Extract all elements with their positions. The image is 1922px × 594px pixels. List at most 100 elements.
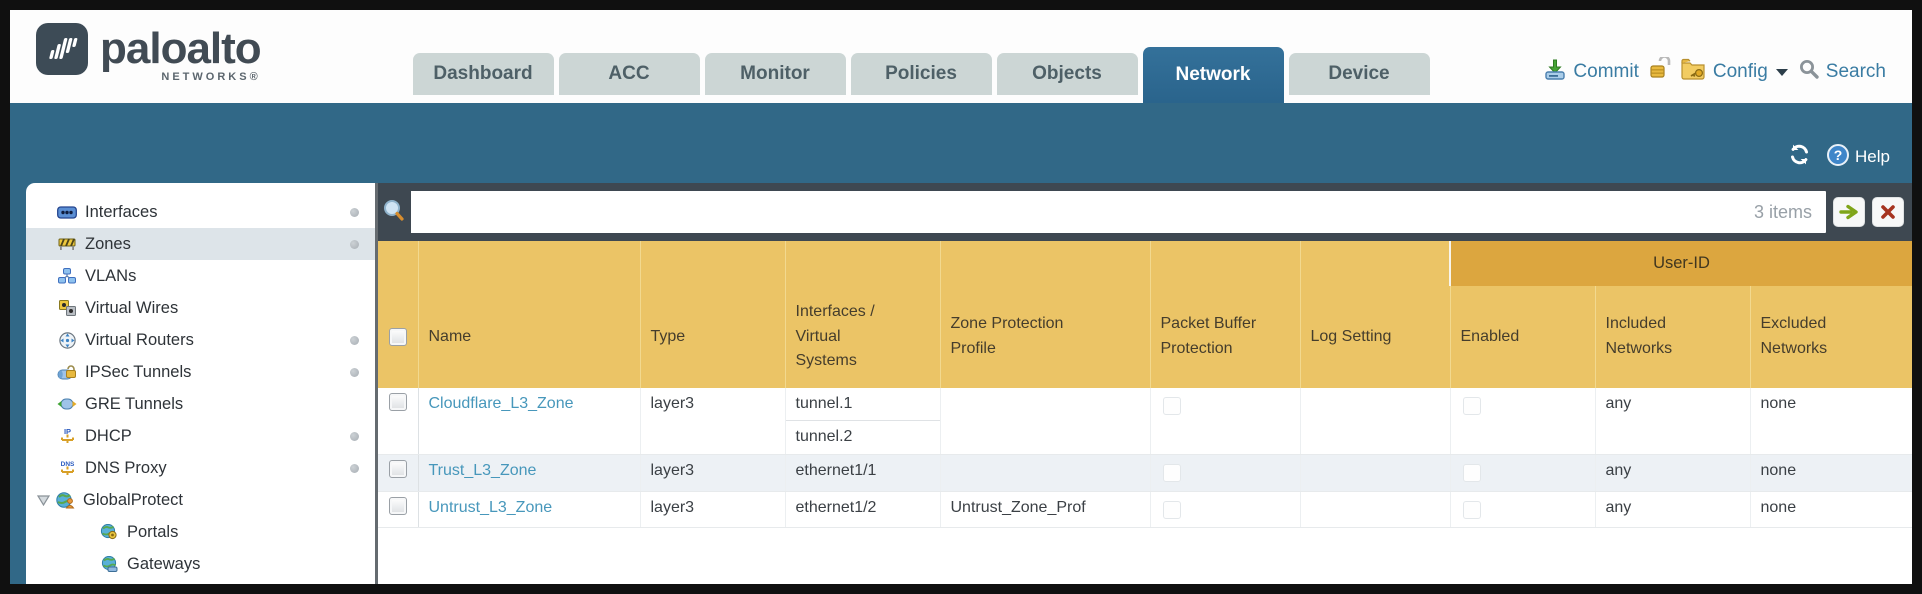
log-setting [1300, 454, 1451, 492]
sidebar-item-portals[interactable]: Portals [26, 516, 375, 548]
table-row-untrust: Untrust_L3_Zone layer3 ethernet1/2 Untru… [378, 491, 1912, 528]
sidebar-item-virtual-wires[interactable]: Virtual Wires [26, 292, 375, 324]
dns-proxy-icon: DNS [56, 459, 78, 477]
user-id-enabled-checkbox[interactable] [1462, 501, 1481, 519]
sidebar-item-ipsec-tunnels[interactable]: IPSec Tunnels [26, 356, 375, 388]
column-header-type[interactable]: Type [640, 286, 786, 388]
column-header-enabled[interactable]: Enabled [1450, 286, 1596, 388]
virtual-wires-icon [56, 300, 78, 316]
config-icon [1681, 58, 1707, 86]
packet-buffer-protection-checkbox[interactable] [1162, 464, 1181, 482]
select-all-checkbox[interactable] [388, 328, 407, 346]
tab-dashboard[interactable]: Dashboard [412, 53, 554, 95]
sidebar-item-vlans[interactable]: VLANs [26, 260, 375, 292]
global-search-button[interactable]: Search [1798, 58, 1886, 86]
config-label: Config [1712, 61, 1768, 82]
tab-acc[interactable]: ACC [558, 53, 700, 95]
sidebar-item-dns-proxy[interactable]: DNS DNS Proxy [26, 452, 375, 484]
row-checkbox[interactable] [388, 460, 407, 478]
portals-icon [98, 524, 120, 540]
sidebar-item-label: Gateways [127, 554, 201, 573]
search-label: Search [1825, 61, 1886, 82]
sidebar-item-interfaces[interactable]: Interfaces [26, 196, 375, 228]
column-header-zone-protection-profile[interactable]: Zone Protection Profile [940, 286, 1151, 388]
network-sidebar: Interfaces Zones [26, 183, 378, 584]
column-header-excluded-networks[interactable]: Excluded Networks [1750, 286, 1912, 388]
packet-buffer-protection-checkbox[interactable] [1162, 501, 1181, 519]
interface-cell: tunnel.2 [795, 428, 853, 445]
clear-filter-button[interactable] [1872, 197, 1904, 227]
excluded-networks: none [1750, 388, 1912, 455]
sidebar-item-zones[interactable]: Zones [26, 228, 375, 260]
column-header-packet-buffer-protection[interactable]: Packet Buffer Protection [1150, 286, 1301, 388]
apply-filter-button[interactable] [1833, 197, 1865, 227]
main-region: Interfaces Zones [10, 183, 1912, 584]
filter-toolbar: 3 items [378, 183, 1912, 241]
zone-name-link[interactable]: Untrust_L3_Zone [428, 499, 553, 516]
zone-protection-profile: Untrust_Zone_Prof [940, 491, 1151, 528]
unlock-icon[interactable] [1649, 55, 1671, 87]
sidebar-item-label: Virtual Routers [85, 330, 194, 349]
user-id-enabled-checkbox[interactable] [1462, 397, 1481, 415]
tab-objects[interactable]: Objects [996, 53, 1138, 95]
help-label: Help [1855, 147, 1890, 166]
user-id-group-header: User-ID [1449, 241, 1912, 286]
brand-name: paloalto [100, 24, 262, 73]
interface-cell: ethernet1/2 [795, 499, 877, 516]
search-icon [1798, 58, 1820, 86]
column-header-name[interactable]: Name [418, 286, 641, 388]
zone-type: layer3 [640, 388, 786, 455]
packet-buffer-protection-checkbox[interactable] [1162, 397, 1181, 415]
refresh-icon[interactable] [1787, 142, 1812, 172]
collapse-triangle-icon[interactable] [34, 494, 52, 506]
filter-input-wrap: 3 items [411, 191, 1826, 233]
globalprotect-icon [54, 491, 76, 509]
header-actions: Commit [1543, 55, 1886, 87]
sidebar-item-label: Portals [127, 522, 179, 541]
sidebar-item-label: Zones [85, 234, 131, 253]
excluded-networks: none [1750, 454, 1912, 492]
top-header: paloalto NETWORKS® Dashboard ACC Monitor… [10, 10, 1912, 103]
commit-button[interactable]: Commit [1543, 57, 1639, 87]
row-checkbox[interactable] [388, 497, 407, 515]
ipsec-tunnels-icon [56, 364, 78, 380]
tab-monitor[interactable]: Monitor [704, 53, 846, 95]
column-header-log-setting[interactable]: Log Setting [1300, 286, 1451, 388]
tab-device[interactable]: Device [1288, 53, 1430, 95]
sidebar-item-dhcp[interactable]: IP DHCP [26, 420, 375, 452]
zone-name-link[interactable]: Cloudflare_L3_Zone [428, 395, 574, 412]
user-id-enabled-checkbox[interactable] [1462, 464, 1481, 482]
log-setting [1300, 388, 1451, 455]
help-icon: ? [1826, 143, 1850, 172]
filter-input[interactable] [411, 191, 1754, 233]
tab-network[interactable]: Network [1142, 47, 1284, 103]
commit-icon [1543, 57, 1567, 87]
tab-policies[interactable]: Policies [850, 53, 992, 95]
firewall-admin-app: paloalto NETWORKS® Dashboard ACC Monitor… [10, 10, 1912, 584]
column-header-interfaces[interactable]: Interfaces / Virtual Systems [785, 286, 941, 388]
included-networks: any [1595, 491, 1751, 528]
zones-icon [56, 237, 78, 251]
sidebar-item-label: DNS Proxy [85, 458, 167, 477]
sidebar-item-gateways[interactable]: Gateways [26, 548, 375, 580]
column-header-included-networks[interactable]: Included Networks [1595, 286, 1751, 388]
sidebar-item-globalprotect[interactable]: GlobalProtect [26, 484, 375, 516]
virtual-routers-icon [56, 331, 78, 349]
zone-name-link[interactable]: Trust_L3_Zone [428, 462, 537, 479]
page-title-band: ? Help [10, 103, 1912, 183]
sidebar-item-virtual-routers[interactable]: Virtual Routers [26, 324, 375, 356]
status-dot [350, 463, 359, 473]
filter-search-icon [382, 198, 404, 227]
row-checkbox[interactable] [388, 393, 407, 411]
brand-subtitle: NETWORKS® [161, 71, 261, 83]
sidebar-item-label: DHCP [85, 426, 132, 445]
interface-cell: ethernet1/1 [795, 462, 877, 479]
help-button[interactable]: ? Help [1826, 143, 1890, 172]
status-dot [350, 367, 359, 377]
log-setting [1300, 491, 1451, 528]
zone-type: layer3 [640, 454, 786, 492]
paloalto-logo-icon [36, 23, 88, 75]
sidebar-item-gre-tunnels[interactable]: GRE Tunnels [26, 388, 375, 420]
config-menu[interactable]: Config [1681, 58, 1788, 86]
